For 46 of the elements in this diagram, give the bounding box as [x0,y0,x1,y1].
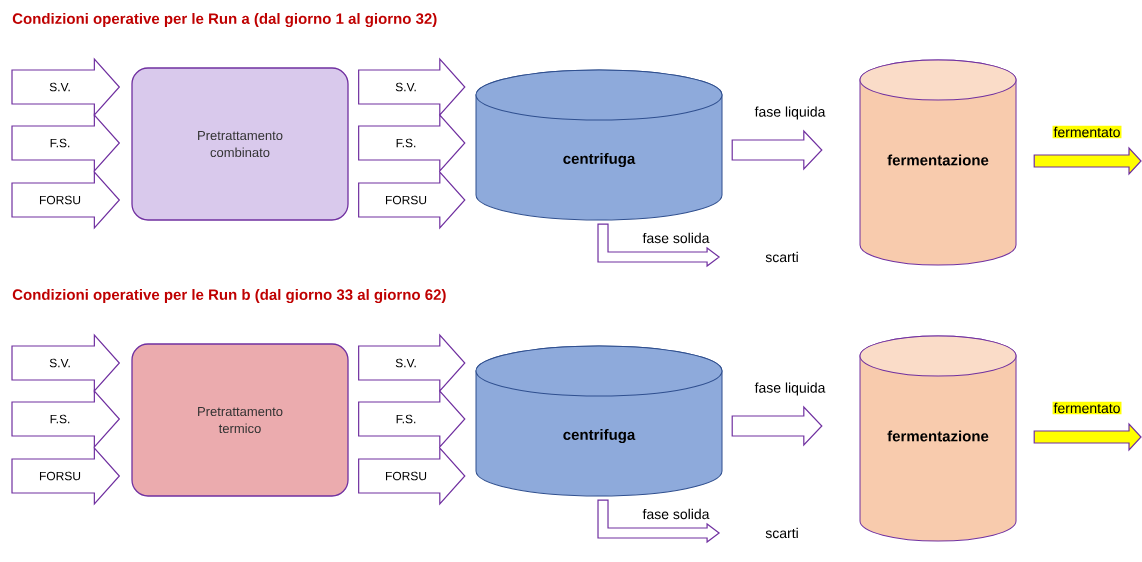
block-arrow [358,446,466,506]
edge-label: S.V. [48,357,72,369]
output-text: scarti [765,527,798,539]
edge-label: FORSU [38,470,82,482]
block-arrow [11,170,121,230]
block-arrow [597,499,721,544]
edge-label: F.S. [394,137,418,149]
block-arrow [1033,422,1142,452]
block-arrow [11,389,121,449]
block-arrow [731,129,823,171]
edge-label: fermentato [1052,125,1122,139]
block-arrow [358,333,466,393]
edge-label: fermentato [1052,401,1122,415]
edge-label: S.V. [394,357,418,369]
block-arrow [11,113,121,173]
process-box: Pretrattamento combinato [131,67,349,221]
block-arrow [11,57,121,117]
block-arrow [358,389,466,449]
block-arrow [1033,146,1142,176]
block-arrow [358,170,466,230]
edge-label: fase solida [641,231,711,245]
edge-label: F.S. [394,413,418,425]
edge-label: fase liquida [753,105,827,121]
edge-label: fase liquida [753,381,827,397]
tank-cylinder: fermentazione [859,59,1017,266]
edge-label: F.S. [48,137,72,149]
section-title: Condizioni operative per le Run b (dal giorno 33 al giorno 62) [12,289,446,304]
edge-label: S.V. [394,81,418,93]
process-box: Pretrattamento termico [131,343,349,497]
output-text: scarti [765,251,798,263]
block-arrow [358,57,466,117]
edge-label: FORSU [38,194,82,206]
edge-label: FORSU [384,194,428,206]
section-title: Condizioni operative per le Run a (dal giorno 1 al giorno 32) [12,13,437,28]
block-arrow [597,223,721,268]
block-arrow [731,405,823,447]
block-arrow [11,446,121,506]
centrifuge-cylinder: centrifuga [475,345,723,497]
tank-cylinder: fermentazione [859,335,1017,542]
edge-label: FORSU [384,470,428,482]
edge-label: F.S. [48,413,72,425]
centrifuge-cylinder: centrifuga [475,69,723,221]
edge-label: S.V. [48,81,72,93]
edge-label: fase solida [641,507,711,521]
block-arrow [358,113,466,173]
block-arrow [11,333,121,393]
